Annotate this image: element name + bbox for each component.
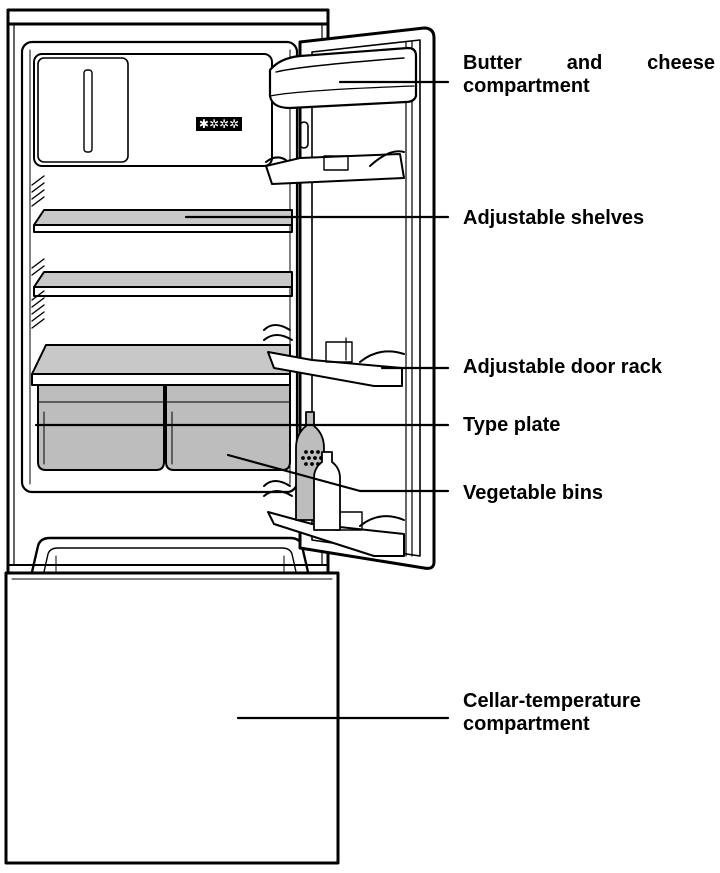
shelf-supports xyxy=(31,175,45,329)
adjustable-shelf-upper xyxy=(33,209,293,233)
adjustable-shelf-middle xyxy=(33,271,293,297)
label-cellar-line1: Cellar-temperature xyxy=(463,690,641,712)
label-cellar-line2: compartment xyxy=(463,713,590,735)
label-butter-cheese: Butter and cheese compartment xyxy=(463,52,715,98)
leader-lines xyxy=(34,80,450,720)
door-rack-lower xyxy=(263,480,405,557)
label-vegetable-bins: Vegetable bins xyxy=(463,482,604,504)
vegetable-bin-right xyxy=(165,384,291,471)
label-adjustable-door-rack: Adjustable door rack xyxy=(463,356,662,378)
label-cellar-compartment: Cellar-temperature compartment xyxy=(463,690,641,736)
vegetable-cover-shelf xyxy=(31,344,291,386)
door-rack-middle xyxy=(263,324,405,387)
vegetable-bin-left xyxy=(37,384,165,471)
freezer-star-marking: ✱✲✲✲ xyxy=(199,117,239,131)
label-butter-cheese-line2: compartment xyxy=(463,75,590,97)
label-type-plate: Type plate xyxy=(463,414,561,436)
butter-cheese-compartment xyxy=(268,46,418,110)
door-rack-upper xyxy=(265,150,405,185)
label-adjustable-shelves: Adjustable shelves xyxy=(463,207,645,229)
label-butter-cheese-line1: Butter and cheese xyxy=(463,52,715,74)
bottle-small xyxy=(313,451,341,531)
cellar-drawer-rim xyxy=(30,536,310,574)
freezer-compartment xyxy=(33,53,273,167)
freezer-star-rating-plate xyxy=(196,117,242,131)
